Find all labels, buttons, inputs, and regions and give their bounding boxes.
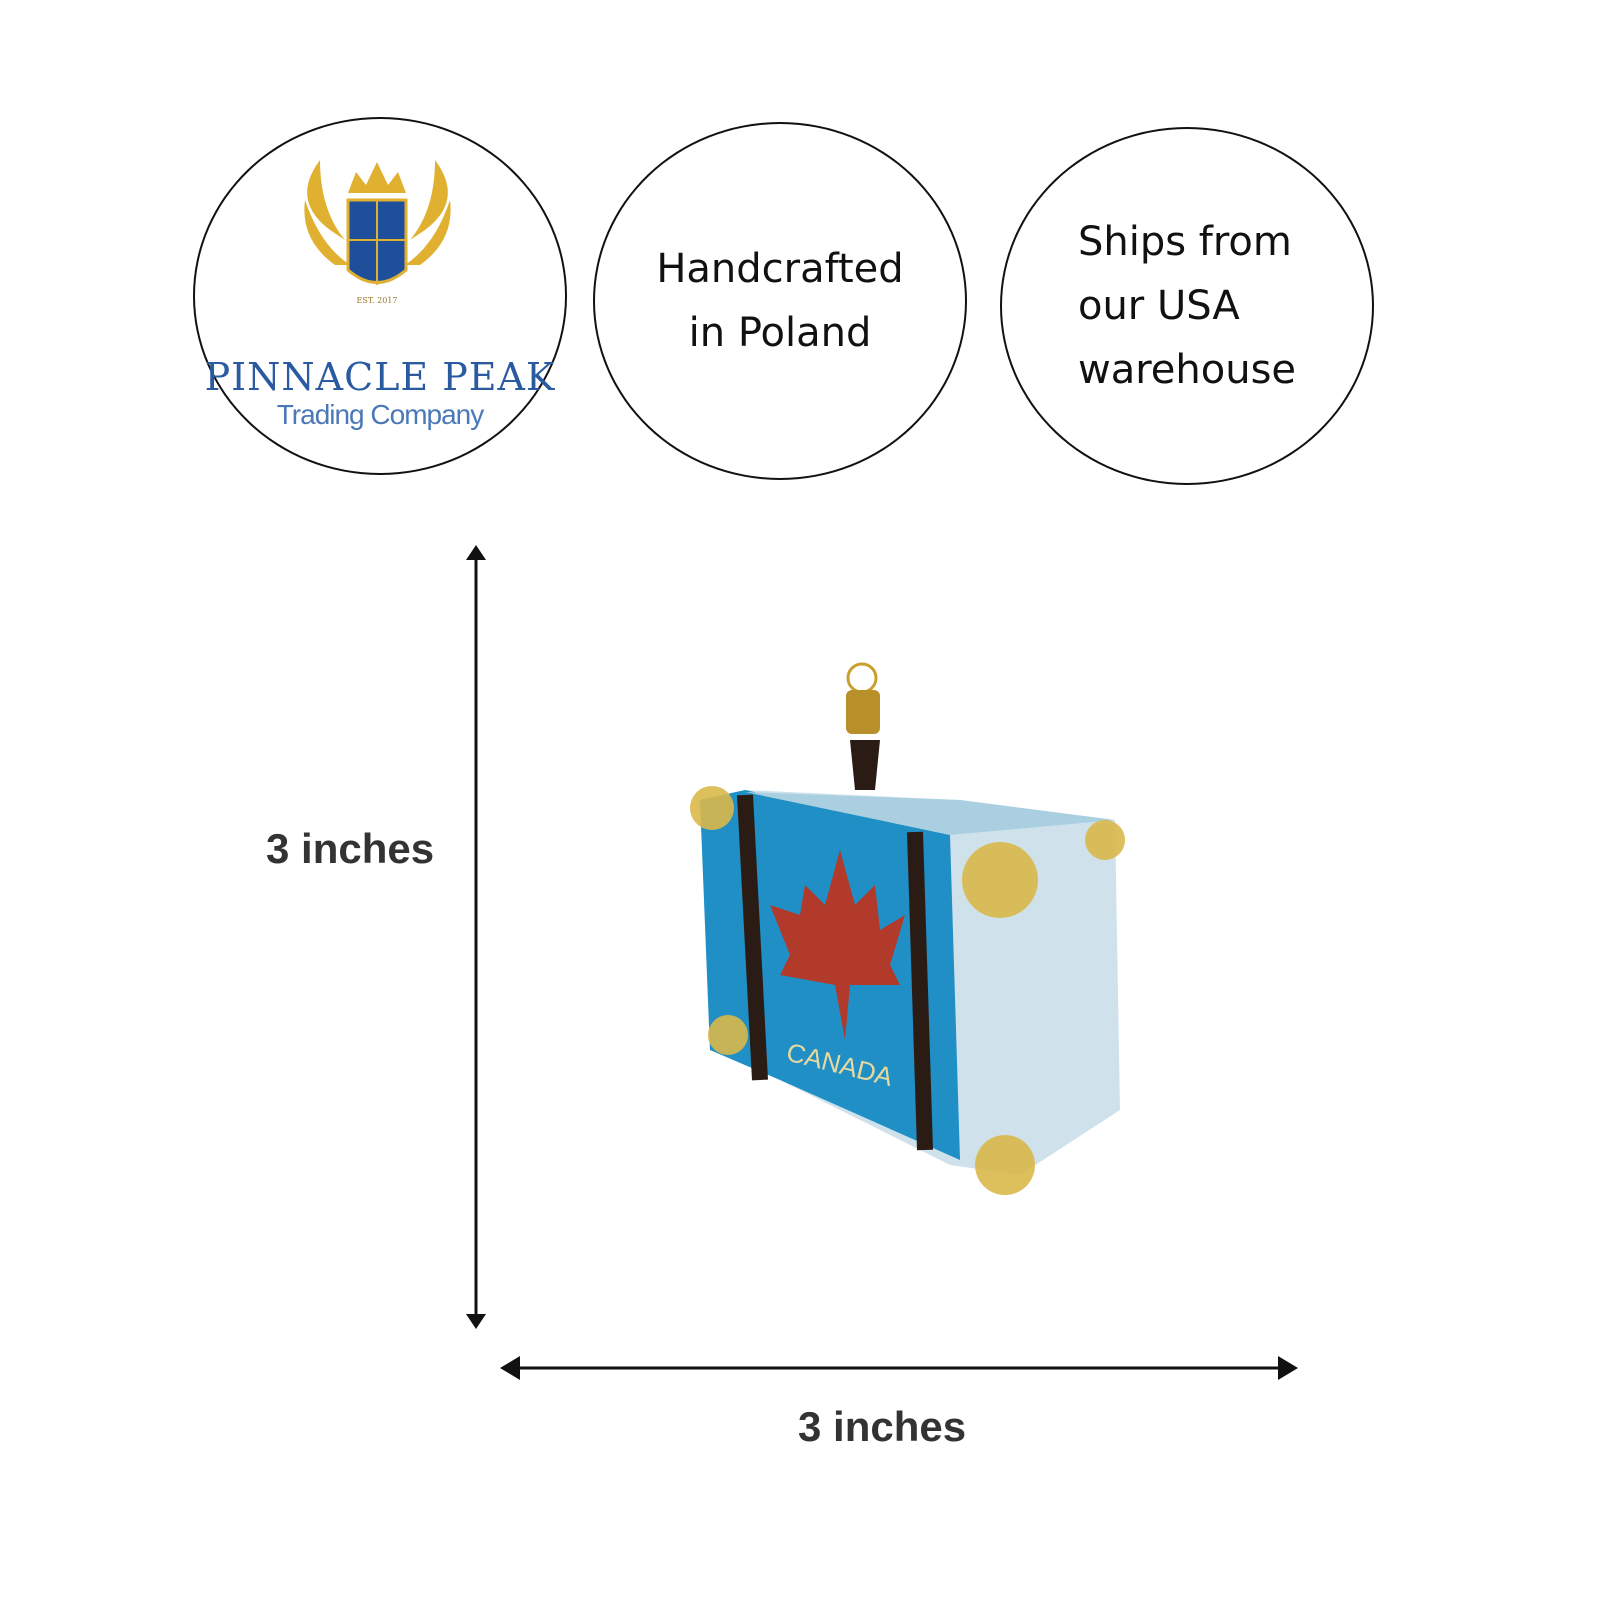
origin-line-2: in Poland (688, 310, 872, 356)
suitcase-ornament-image (690, 662, 1125, 1195)
height-arrow (466, 545, 486, 1329)
shipping-line-2: our USA (1077, 283, 1240, 329)
shipping-line-1: Ships from (1077, 219, 1292, 265)
brand-badge: PINNACLE PEAK Trading Company (193, 117, 567, 475)
width-label: 3 inches (798, 1403, 967, 1450)
shipping-badge: Ships from our USA warehouse (1000, 127, 1374, 485)
origin-line-1: Handcrafted (656, 246, 904, 292)
shipping-line-3: warehouse (1077, 347, 1297, 393)
origin-badge: Handcrafted in Poland (593, 122, 967, 480)
width-arrow (500, 1356, 1298, 1380)
brand-subtitle: Trading Company (276, 399, 485, 430)
height-label: 3 inches (266, 825, 435, 872)
brand-name: PINNACLE PEAK (204, 355, 556, 399)
